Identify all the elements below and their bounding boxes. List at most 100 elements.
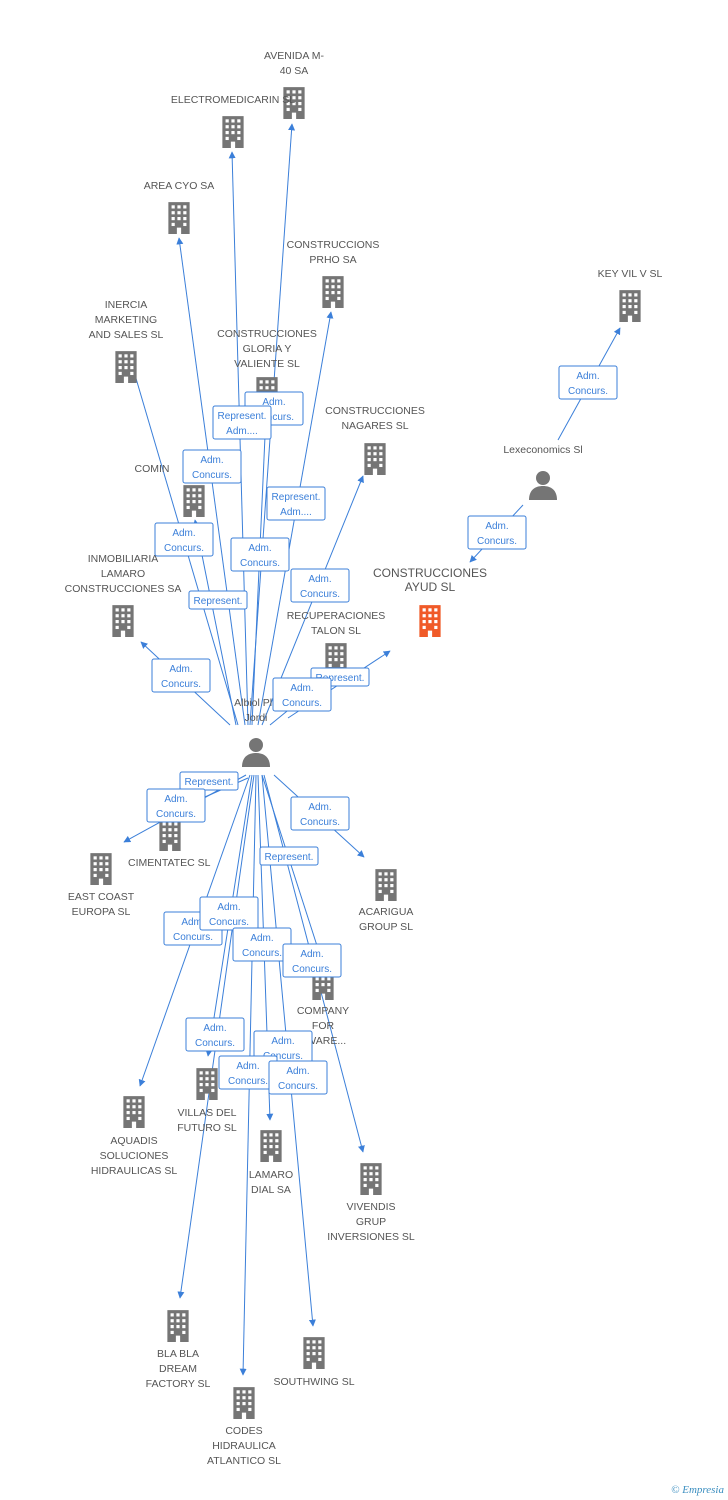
edge-label: Adm.Concurs.	[146, 788, 206, 823]
edge-labels-layer: Adm. Concurs. Represent. Adm.... Adm. Concurs…	[146, 365, 618, 1095]
edge-label: Adm. Concurs.	[282, 943, 342, 978]
edge-label-text: Adm.	[485, 521, 508, 532]
edge-label: Represent.	[188, 590, 248, 610]
edge-label-text: Adm.	[200, 455, 223, 466]
node-label-cimentatec: CIMENTATEC SL	[128, 857, 211, 869]
edge-label-text: Adm.	[203, 1023, 226, 1034]
edge-label-text: Adm.	[262, 397, 285, 408]
edge-label: Adm.Concurs.	[272, 677, 332, 712]
edge-label: Represent.	[179, 771, 239, 791]
edge-label-box	[199, 896, 259, 931]
node-label-inercia: AND SALES SL	[89, 329, 164, 341]
node-label-company: COMPANY	[297, 1005, 349, 1017]
edge-label-text: Adm.	[236, 1061, 259, 1072]
edge-label-text: Adm.	[300, 949, 323, 960]
edge-label-text: Adm.	[576, 371, 599, 382]
node-label-vivendis: INVERSIONES SL	[327, 1231, 415, 1243]
edge-label-text: Concurs.	[278, 1081, 318, 1092]
edge-label-text: Represent.	[272, 492, 321, 503]
node-label-lexeconomics: Lexeconomics Sl	[503, 444, 582, 456]
node-avenida[interactable]: AVENIDA M-40 SA	[264, 50, 324, 119]
building-icon	[619, 290, 641, 322]
edge-label-text: Concurs.	[292, 964, 332, 975]
edge-label-text: Concurs.	[254, 412, 294, 423]
edge-label-text: Adm.	[271, 1036, 294, 1047]
edge-label: Adm.Concurs.	[467, 515, 527, 550]
edge-label-box	[272, 677, 332, 712]
node-vivendis[interactable]: VIVENDIS GRUP INVERSIONES SL	[327, 1163, 415, 1243]
node-label-electromedicarin: ELECTROMEDICARIN SL	[171, 94, 295, 106]
edge-label-box	[282, 943, 342, 978]
edge-label-text: Represent.	[185, 777, 234, 788]
node-label-lamaroconst: INMOBILIARIA	[88, 553, 159, 565]
node-label-keyvil: KEY VIL V SL	[598, 268, 663, 280]
node-electromedicarin[interactable]: ELECTROMEDICARIN SL	[171, 94, 295, 148]
node-label-areacyo: AREA CYO SA	[144, 180, 215, 192]
node-areacyo[interactable]: AREA CYO SA	[144, 180, 215, 234]
edge-label-text: Concurs.	[300, 589, 340, 600]
node-keyvil[interactable]: KEY VIL V SL	[598, 268, 663, 322]
node-label-gloria: CONSTRUCCIONES	[217, 328, 317, 340]
edge-label: Adm. Concurs.	[290, 796, 350, 831]
building-icon	[419, 605, 441, 637]
building-icon	[260, 1130, 282, 1162]
node-label-blabla: DREAM	[159, 1363, 197, 1375]
node-label-prho: PRHO SA	[309, 254, 356, 266]
node-comin[interactable]: COMIN	[135, 463, 205, 517]
node-label-aquadis: SOLUCIONES	[100, 1150, 169, 1162]
edge-label-text: Concurs.	[156, 809, 196, 820]
node-label-vivendis: GRUP	[356, 1216, 386, 1228]
edge-label: Adm.Concurs.	[151, 658, 211, 693]
node-label-ayud: CONSTRUCCIONES	[373, 566, 487, 580]
edge-label-text: Concurs.	[161, 679, 201, 690]
edge-label-text: Represent.	[265, 852, 314, 863]
edge-label-text: Concurs.	[242, 948, 282, 959]
edge-label: Adm.Concurs.	[558, 365, 618, 400]
edge-label-text: Adm.	[286, 1066, 309, 1077]
node-southwing[interactable]: SOUTHWING SL	[273, 1337, 355, 1388]
node-label-codes: ATLANTICO SL	[207, 1455, 281, 1467]
edge-label-text: Adm.	[181, 917, 204, 928]
edge-label-text: Adm.	[308, 802, 331, 813]
edge-label-text: Concurs.	[173, 932, 213, 943]
node-label-eastcoast: EUROPA SL	[72, 906, 131, 918]
node-label-lamaroconst: LAMARO	[101, 568, 145, 580]
node-label-inercia: INERCIA	[105, 299, 148, 311]
edge-label-text: Concurs.	[240, 558, 280, 569]
edge-label-box	[268, 1060, 328, 1095]
edge-label-text: Concurs.	[300, 817, 340, 828]
node-label-vivendis: VIVENDIS	[346, 1201, 395, 1213]
node-cimentatec[interactable]: CIMENTATEC SL	[128, 819, 211, 869]
edge-label-text: Adm....	[226, 426, 258, 437]
edge-label-box	[185, 1017, 245, 1052]
person-icon	[242, 738, 270, 767]
node-label-gloria: VALIENTE SL	[234, 358, 300, 370]
brand-watermark: © Empresia	[671, 1484, 724, 1496]
edge-label-text: Concurs.	[263, 1051, 303, 1062]
edge-label-text: Concurs.	[164, 543, 204, 554]
edge-label-text: Adm.	[250, 933, 273, 944]
edge-label-text: Concurs.	[195, 1038, 235, 1049]
edge-label: Adm.Concurs.	[154, 522, 214, 557]
edge-label-box	[179, 771, 239, 791]
building-icon	[375, 869, 397, 901]
building-icon	[115, 351, 137, 383]
building-icon	[159, 819, 181, 851]
node-lexeconomics[interactable]: Lexeconomics Sl	[503, 444, 583, 500]
